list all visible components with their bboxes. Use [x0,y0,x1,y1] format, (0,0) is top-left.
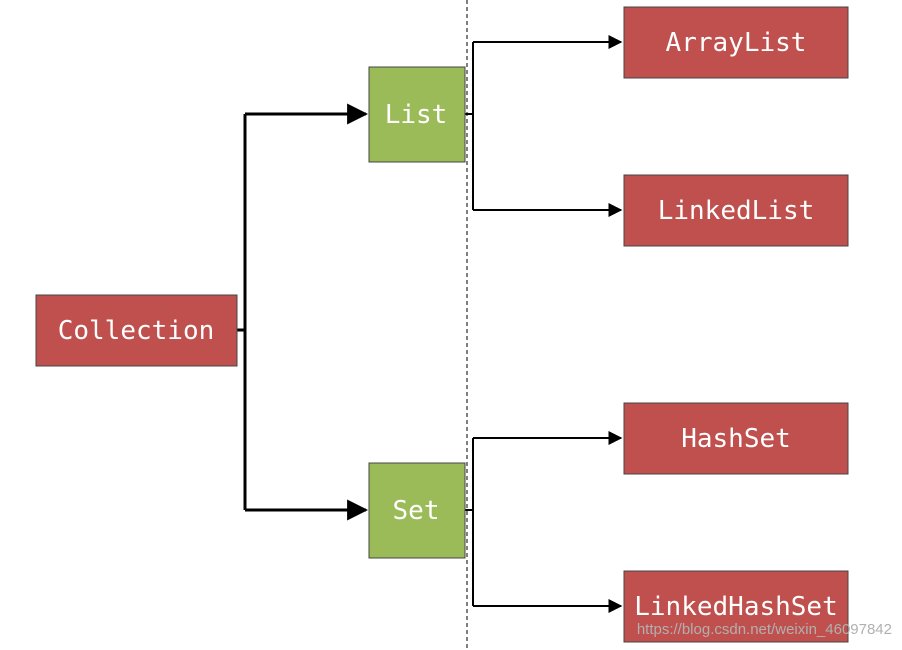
node-set: Set [368,462,466,559]
node-linkedlist-label: LinkedList [658,196,815,226]
node-arraylist: ArrayList [623,6,849,79]
node-linkedlist: LinkedList [623,174,849,247]
node-linkedhashset: LinkedHashSet [623,570,849,643]
node-hashset-label: HashSet [681,424,791,454]
list-connectors [465,35,623,217]
set-connectors [465,431,623,613]
collection-connectors [237,103,369,521]
node-collection-label: Collection [58,316,215,346]
node-set-label: Set [393,496,440,526]
node-arraylist-label: ArrayList [666,28,807,58]
node-list-label: List [385,100,448,130]
node-list: List [368,66,466,163]
node-linkedhashset-label: LinkedHashSet [634,592,838,622]
watermark-text: https://blog.csdn.net/weixin_46097842 [636,621,892,638]
node-hashset: HashSet [623,402,849,475]
node-collection: Collection [35,294,238,367]
